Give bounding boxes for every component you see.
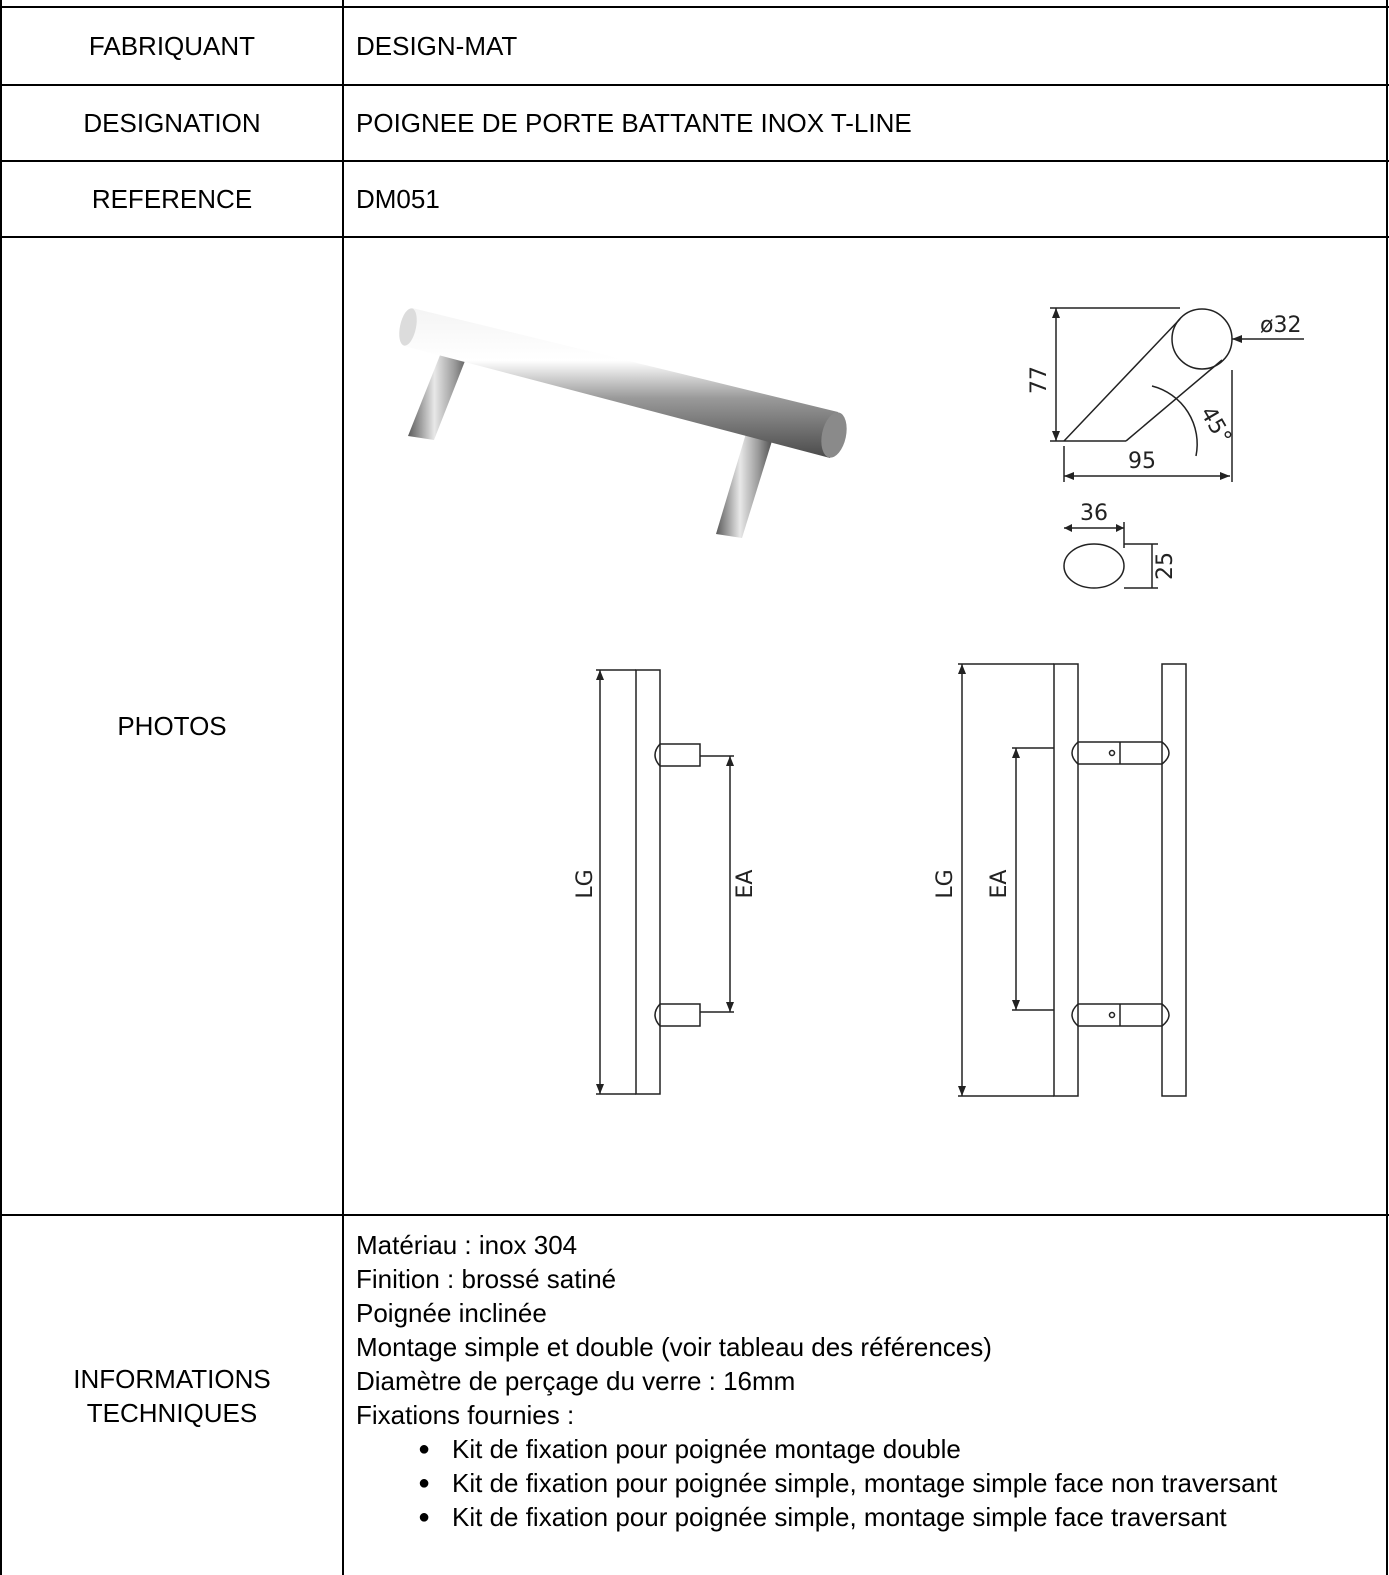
- oval-section: [1063, 543, 1125, 589]
- row-divider: [0, 84, 1389, 86]
- reference-label: REFERENCE: [91, 184, 253, 214]
- double-mount-drawing: [958, 663, 1187, 1097]
- info-line: Finition : brossé satiné: [356, 1264, 617, 1294]
- reference-value: DM051: [356, 183, 440, 214]
- row-divider: [0, 160, 1389, 162]
- connector-bottom: [1071, 1003, 1170, 1027]
- row-divider: [0, 1214, 1389, 1216]
- column-divider: [342, 0, 344, 1575]
- bullet-icon: ●: [418, 1506, 431, 1528]
- oval-width-label: 36: [1080, 501, 1108, 526]
- handle-leg-right: [716, 420, 776, 538]
- handle-bar-left: [1053, 663, 1079, 1097]
- designation-label: DESIGNATION: [83, 108, 261, 138]
- list-item: ●Kit de fixation pour poignée simple, mo…: [418, 1502, 1227, 1532]
- fabriquant-value: DESIGN-MAT: [356, 30, 518, 61]
- handle-end-cap: [821, 412, 847, 458]
- info-line: Diamètre de perçage du verre : 16mm: [356, 1366, 796, 1396]
- handle-bar: [404, 308, 838, 458]
- info-line: Fixations fournies :: [356, 1400, 575, 1430]
- infos-label: INFORMATIONS TECHNIQUES: [2, 1216, 342, 1575]
- bar-section-circle: [1171, 308, 1233, 370]
- list-item: ●Kit de fixation pour poignée simple, mo…: [418, 1468, 1278, 1498]
- infos-label-line1: INFORMATIONS: [73, 1363, 271, 1394]
- simple-mount-drawing: [596, 669, 734, 1095]
- table-border-right: [1386, 0, 1388, 1575]
- spacing-double-label: EA: [987, 870, 1012, 899]
- fixation-list: ●Kit de fixation pour poignée montage do…: [356, 1432, 1376, 1534]
- photos-label: PHOTOS: [117, 711, 227, 741]
- depth-label: 95: [1128, 449, 1156, 474]
- height-label: 77: [1027, 366, 1052, 394]
- infos-label-line2: TECHNIQUES: [86, 1397, 258, 1428]
- length-double-label: LG: [933, 869, 958, 898]
- oval-section-drawing: [1063, 522, 1158, 589]
- bullet-icon: ●: [418, 1438, 431, 1460]
- handle-bar-simple: [635, 669, 661, 1095]
- list-item: ●Kit de fixation pour poignée montage do…: [418, 1434, 961, 1464]
- product-photo: [399, 308, 847, 538]
- handle-bar-right: [1161, 663, 1187, 1097]
- length-simple-label: LG: [573, 869, 598, 898]
- info-line: Poignée inclinée: [356, 1298, 547, 1328]
- angle-label: 45°: [1195, 403, 1236, 449]
- diameter-label: ø32: [1260, 313, 1301, 338]
- oval-height-label: 25: [1153, 552, 1178, 580]
- standoff-bottom: [654, 1003, 701, 1027]
- row-divider: [0, 236, 1389, 238]
- fabriquant-label: FABRIQUANT: [88, 31, 256, 61]
- table-border-left: [0, 0, 2, 1575]
- info-line: Montage simple et double (voir tableau d…: [356, 1332, 992, 1362]
- standoff-top: [654, 743, 701, 767]
- table-border-top: [0, 6, 1389, 8]
- bullet-icon: ●: [418, 1472, 431, 1494]
- connector-top: [1071, 741, 1170, 765]
- designation-value: POIGNEE DE PORTE BATTANTE INOX T-LINE: [356, 107, 912, 138]
- info-line: Matériau : inox 304: [356, 1230, 578, 1260]
- spacing-simple-label: EA: [733, 870, 758, 899]
- technical-info: Matériau : inox 304 Finition : brossé sa…: [356, 1228, 1376, 1534]
